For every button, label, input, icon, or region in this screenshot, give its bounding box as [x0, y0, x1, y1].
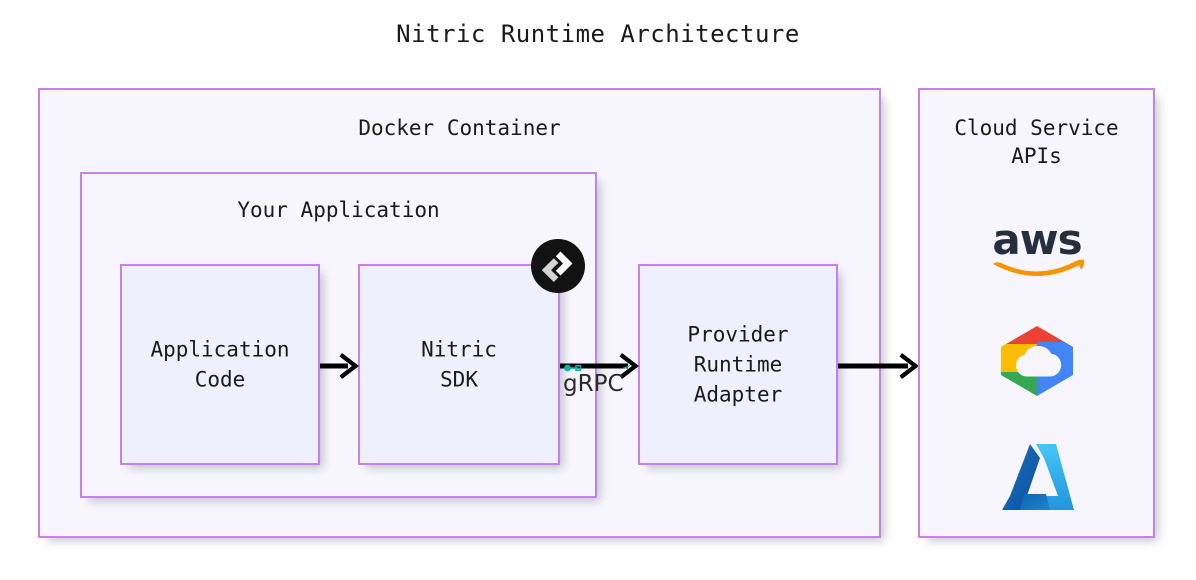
- your-application-label: Your Application: [237, 198, 440, 222]
- edge-label-grpc: gRPC: [563, 362, 633, 397]
- node-provider-runtime-adapter[interactable]: Provider Runtime Adapter: [638, 264, 838, 465]
- aws-logo-icon: aws: [920, 204, 1153, 290]
- arrow-provider-runtime-to-cloud: [838, 348, 920, 384]
- provider-runtime-adapter-label: Provider Runtime Adapter: [687, 321, 789, 407]
- aws-wordmark: aws: [992, 215, 1081, 264]
- node-nitric-sdk[interactable]: Nitric SDK: [358, 239, 585, 465]
- page-title: Nitric Runtime Architecture: [396, 20, 800, 48]
- nitric-sdk-label: Nitric SDK: [421, 337, 497, 392]
- nitric-logo-icon: [530, 238, 586, 294]
- node-application-code[interactable]: Application Code: [120, 264, 320, 465]
- grpc-wordmark: gRPC: [563, 371, 624, 396]
- microsoft-azure-logo-icon: [920, 435, 1153, 521]
- cloud-service-apis-label: Cloud Service APIs: [954, 116, 1119, 169]
- cloud-service-apis-group: Cloud Service APIs aws: [918, 88, 1155, 538]
- application-code-label: Application Code: [150, 337, 290, 392]
- google-cloud-logo-icon: [920, 318, 1153, 404]
- docker-container-label: Docker Container: [358, 116, 561, 140]
- arrow-nitric-sdk-to-provider-runtime: [560, 348, 640, 384]
- arrow-application-code-to-nitric-sdk: [320, 348, 360, 384]
